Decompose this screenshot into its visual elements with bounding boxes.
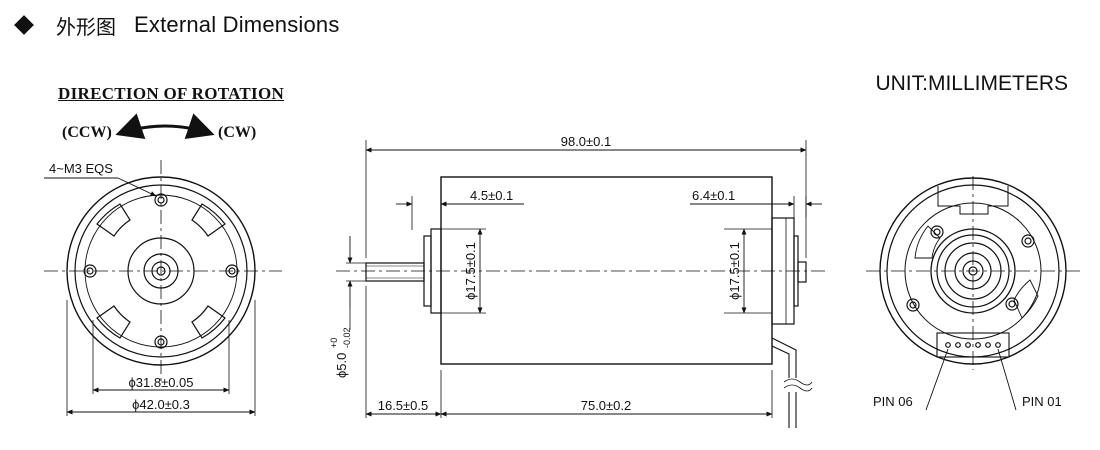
hole-callout: 4~M3 EQS	[49, 161, 113, 176]
ccw-label: (CCW)	[62, 124, 112, 141]
shaft-length-label: 16.5±0.5	[378, 398, 429, 413]
unit-label: UNIT:MILLIMETERS	[875, 72, 1068, 95]
rear-view	[866, 176, 1080, 411]
front-view	[44, 160, 282, 416]
title-english: External Dimensions	[134, 12, 340, 37]
side-view	[336, 140, 826, 428]
front-boss-label: ϕ17.5±0.1	[463, 242, 478, 300]
rear-boss-label: ϕ17.5±0.1	[727, 242, 742, 300]
total-length-label: 98.0±0.1	[561, 134, 612, 149]
inner-diameter-label: ϕ31.8±0.05	[128, 375, 193, 390]
outer-diameter-label: ϕ42.0±0.3	[132, 397, 190, 412]
svg-text:ϕ5.0: ϕ5.0	[334, 353, 349, 378]
title-chinese: 外形图	[56, 14, 116, 39]
shaft-tol-lower: -0.02	[342, 327, 352, 348]
rotation-arrow	[115, 113, 215, 139]
pin-01-label: PIN 01	[1022, 394, 1062, 409]
page-header: 外形图 External Dimensions	[14, 10, 340, 40]
shaft-diameter-label: ϕ5.0 +0 -0.02	[329, 327, 352, 378]
pin-06-label: PIN 06	[873, 394, 913, 409]
cw-label: (CW)	[218, 124, 257, 141]
rotation-title: DIRECTION OF ROTATION	[58, 84, 285, 103]
shaft-tol-upper: +0	[329, 338, 339, 348]
rear-offset-label: 6.4±0.1	[692, 188, 735, 203]
front-offset-label: 4.5±0.1	[470, 188, 513, 203]
body-length-label: 75.0±0.2	[581, 398, 632, 413]
